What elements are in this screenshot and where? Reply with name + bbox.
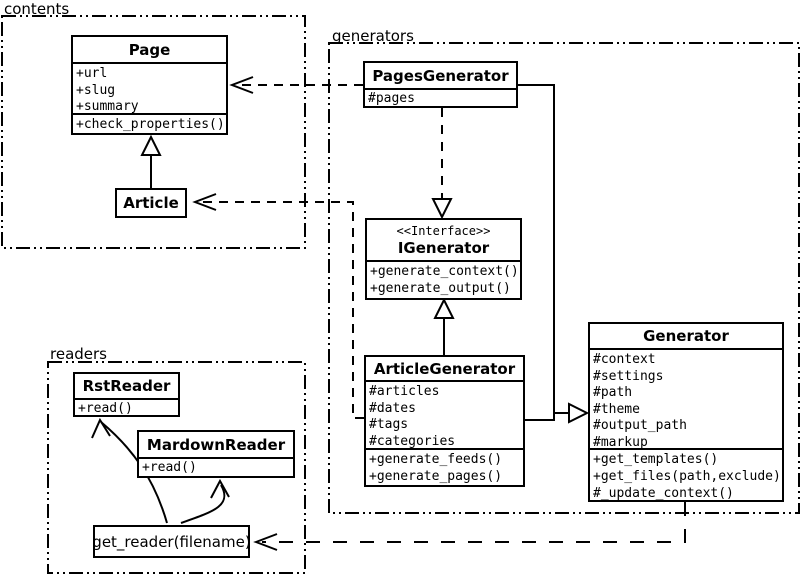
attribute-row: #theme [593, 401, 640, 417]
class-title-igenerator: <<Interface>> IGenerator [367, 220, 520, 262]
page-attributes-compartment: +url +slug +summary [73, 64, 226, 115]
attribute-row: #dates [369, 400, 416, 416]
method-row: +generate_context() [370, 264, 519, 279]
readers-package-label: readers [50, 345, 107, 363]
rstreader-methods-compartment: +read() [75, 400, 178, 415]
igenerator-methods-compartment: +generate_context() +generate_output() [367, 262, 520, 298]
method-row: +get_files(path,exclude) [593, 469, 781, 484]
method-row: #_update_context() [593, 486, 734, 500]
pagesgenerator-to-generator-generalization-line [518, 84, 569, 414]
attribute-row: #output_path [593, 418, 687, 433]
attribute-row: +url [76, 66, 108, 81]
attribute-row: #settings [593, 368, 664, 384]
class-box-igenerator: <<Interface>> IGenerator +generate_conte… [365, 218, 522, 300]
class-box-mardownreader: MardownReader +read() [137, 430, 295, 478]
class-title-pagesgenerator: PagesGenerator [365, 63, 516, 90]
class-box-pagesgenerator: PagesGenerator #pages [363, 61, 518, 108]
attribute-row: #pages [368, 91, 415, 106]
attribute-row: #context [593, 352, 656, 367]
class-title-articlegenerator: ArticleGenerator [366, 357, 523, 382]
attribute-row: #articles [369, 384, 440, 399]
mardownreader-methods-compartment: +read() [139, 459, 293, 476]
articlegenerator-methods-compartment: +generate_feeds() +generate_pages() [366, 450, 523, 485]
method-row: +generate_pages() [369, 468, 503, 484]
attribute-row: #categories [369, 433, 456, 449]
generator-hollow-triangle [568, 402, 590, 424]
articlegenerator-attributes-compartment: #articles #dates #tags #categories [366, 382, 523, 450]
get-reader-function-box: get_reader(filename) [92, 525, 251, 558]
class-title-article: Article [123, 194, 179, 212]
method-row: +get_templates() [593, 452, 719, 467]
getreader-to-mardownreader-open-arrowhead [210, 478, 230, 499]
class-box-rstreader: RstReader +read() [73, 372, 180, 417]
class-box-page: Page +url +slug +summary +check_properti… [71, 35, 228, 135]
igenerator-stereotype: <<Interface>> [396, 223, 491, 238]
getreader-to-mardownreader-line [180, 484, 226, 524]
class-box-articlegenerator: ArticleGenerator #articles #dates #tags … [364, 355, 525, 487]
generator-to-getreader-dependency-line [262, 502, 686, 543]
attribute-row: +summary [76, 99, 139, 114]
attribute-row: #path [593, 385, 633, 400]
generator-methods-compartment: +get_templates() +get_files(path,exclude… [590, 450, 782, 500]
generator-to-getreader-open-arrowhead [253, 533, 278, 551]
attribute-row: #tags [369, 417, 409, 432]
method-row: +read() [142, 460, 197, 475]
method-row: +read() [78, 401, 133, 415]
method-row: +generate_output() [370, 280, 511, 296]
articlegenerator-to-generator-generalization-line [525, 413, 555, 421]
class-box-article: Article [115, 188, 187, 218]
attribute-row: +slug [76, 82, 116, 98]
class-title-generator: Generator [590, 324, 782, 350]
method-row: +check_properties() [76, 117, 225, 132]
class-title-rstreader: RstReader [75, 374, 178, 400]
pagesgenerator-to-igenerator-hollow-triangle [431, 198, 453, 220]
pagesgenerator-to-page-open-arrowhead [229, 76, 254, 94]
class-title-igenerator-name: IGenerator [397, 238, 490, 257]
class-title-page: Page [73, 37, 226, 64]
getreader-to-rstreader-open-arrowhead [91, 417, 111, 439]
articlegenerator-to-article-dependency-line [198, 201, 364, 419]
contents-package-label: contents [4, 0, 70, 18]
method-row: +generate_feeds() [369, 452, 503, 467]
generators-package-label: generators [332, 27, 414, 45]
pagesgenerator-attributes-compartment: #pages [365, 90, 516, 106]
articlegenerator-to-igenerator-hollow-triangle [433, 297, 455, 319]
readers-package-frame [47, 361, 306, 574]
generator-attributes-compartment: #context #settings #path #theme #output_… [590, 350, 782, 450]
articlegenerator-to-article-open-arrowhead [192, 193, 217, 211]
contents-package-frame [1, 15, 306, 249]
article-to-page-hollow-triangle [140, 134, 162, 156]
attribute-row: #markup [593, 434, 648, 450]
class-title-mardownreader: MardownReader [139, 432, 293, 459]
generators-package-frame [328, 42, 800, 514]
class-box-generator: Generator #context #settings #path #them… [588, 322, 784, 502]
page-methods-compartment: +check_properties() [73, 115, 226, 133]
